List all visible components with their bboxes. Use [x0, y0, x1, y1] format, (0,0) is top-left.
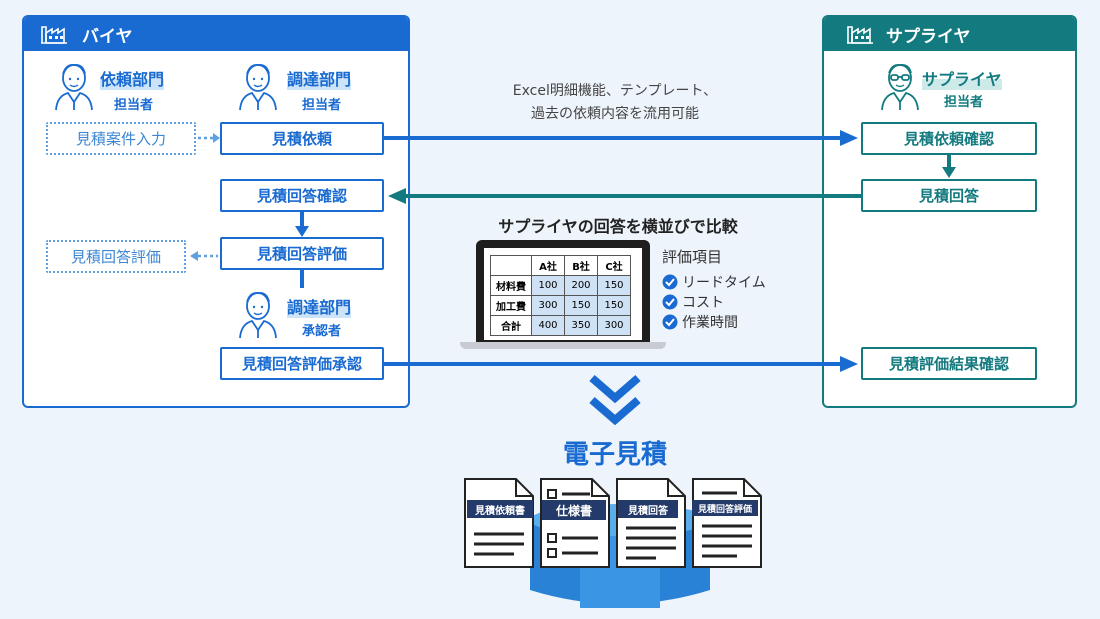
- note-line-1: Excel明細機能、テンプレート、: [512, 83, 718, 99]
- doc-label-request: 見積依頼書: [467, 500, 533, 518]
- table-cell: 加工費: [490, 295, 532, 316]
- buyer-header: バイヤ: [24, 17, 408, 51]
- document-icon: [692, 478, 762, 568]
- table-cell: 材料費: [490, 275, 532, 296]
- table-cell: 合計: [490, 315, 532, 336]
- supplier-person-icon: [881, 64, 919, 111]
- requester-role: 担当者: [114, 98, 154, 113]
- document-icon: [540, 478, 610, 568]
- case-input-box: 見積案件入力: [46, 122, 196, 155]
- check-icon: [662, 294, 678, 310]
- requester-dept-title: 依頼部門: [100, 66, 165, 90]
- doc-label-eval: 見積回答評価: [692, 500, 758, 516]
- person-icon: [55, 64, 93, 111]
- approver-dept-title: 調達部門: [287, 294, 352, 318]
- approval-box: 見積回答評価承認: [220, 347, 384, 380]
- table-cell: 150: [597, 295, 631, 316]
- supplier-header: サプライヤ: [824, 17, 1075, 51]
- factory-icon: [847, 26, 873, 44]
- answer-eval-side-box: 見積回答評価: [46, 240, 186, 273]
- eval-item: コスト: [662, 292, 724, 312]
- person-icon: [239, 292, 277, 339]
- laptop: A社 B社 C社 材料費 100 200 150 加工費 300 150 150…: [476, 240, 650, 342]
- result-title: 電子見積: [562, 440, 667, 470]
- dotted-arrow-left: [190, 251, 218, 261]
- doc-label-answer: 見積回答: [618, 500, 678, 518]
- person-icon: [239, 64, 277, 111]
- table-cell: 100: [531, 275, 565, 296]
- dotted-arrow: [198, 133, 220, 143]
- table-row: 加工費 300 150 150: [490, 295, 631, 316]
- table-row: A社 B社 C社: [490, 255, 631, 276]
- supplier-person-role: 担当者: [944, 95, 984, 110]
- comparison-table: A社 B社 C社 材料費 100 200 150 加工費 300 150 150…: [490, 255, 631, 336]
- eval-items-title: 評価項目: [662, 248, 723, 266]
- laptop-base: [460, 342, 666, 349]
- request-box: 見積依頼: [220, 122, 384, 155]
- procurement-role: 担当者: [302, 98, 342, 113]
- eval-item-label: 作業時間: [682, 315, 738, 331]
- laptop-screen: A社 B社 C社 材料費 100 200 150 加工費 300 150 150…: [484, 248, 642, 340]
- factory-icon: [41, 26, 67, 44]
- table-cell: C社: [597, 255, 631, 276]
- table-cell: 300: [597, 315, 631, 336]
- table-cell: 400: [531, 315, 565, 336]
- table-row: 合計 400 350 300: [490, 315, 631, 336]
- double-chevron-down-icon: [589, 374, 641, 426]
- arrow-down: [295, 212, 309, 237]
- note-line-2: 過去の依頼内容を流用可能: [531, 106, 699, 122]
- answer-check-box: 見積回答確認: [220, 179, 384, 212]
- supplier-title: サプライヤ: [886, 26, 971, 47]
- table-row: 材料費 100 200 150: [490, 275, 631, 296]
- table-cell: 150: [564, 295, 598, 316]
- buyer-title: バイヤ: [82, 26, 133, 47]
- document-icon: [616, 478, 686, 568]
- check-icon: [662, 274, 678, 290]
- compare-title: サプライヤの回答を横並びで比較: [498, 217, 738, 236]
- approver-role: 承認者: [302, 324, 342, 339]
- table-cell: 300: [531, 295, 565, 316]
- table-cell: 350: [564, 315, 598, 336]
- document-icon: [464, 478, 534, 568]
- request-check-box: 見積依頼確認: [861, 122, 1037, 155]
- eval-item: 作業時間: [662, 312, 738, 332]
- answer-eval-box: 見積回答評価: [220, 237, 384, 270]
- check-icon: [662, 314, 678, 330]
- connector-line: [300, 270, 304, 288]
- doc-label-spec: 仕様書: [542, 500, 606, 520]
- table-cell: B社: [564, 255, 598, 276]
- eval-item-label: リードタイム: [682, 275, 766, 291]
- table-cell: 200: [564, 275, 598, 296]
- table-cell: 150: [597, 275, 631, 296]
- table-cell: [490, 255, 532, 276]
- eval-item: リードタイム: [662, 272, 766, 292]
- procurement-dept-title: 調達部門: [287, 66, 352, 90]
- supplier-person-title: サプライヤ: [922, 66, 1002, 90]
- result-check-box: 見積評価結果確認: [861, 347, 1037, 380]
- arrow-down: [942, 155, 956, 178]
- table-cell: A社: [531, 255, 565, 276]
- answer-box: 見積回答: [861, 179, 1037, 212]
- eval-item-label: コスト: [682, 295, 724, 311]
